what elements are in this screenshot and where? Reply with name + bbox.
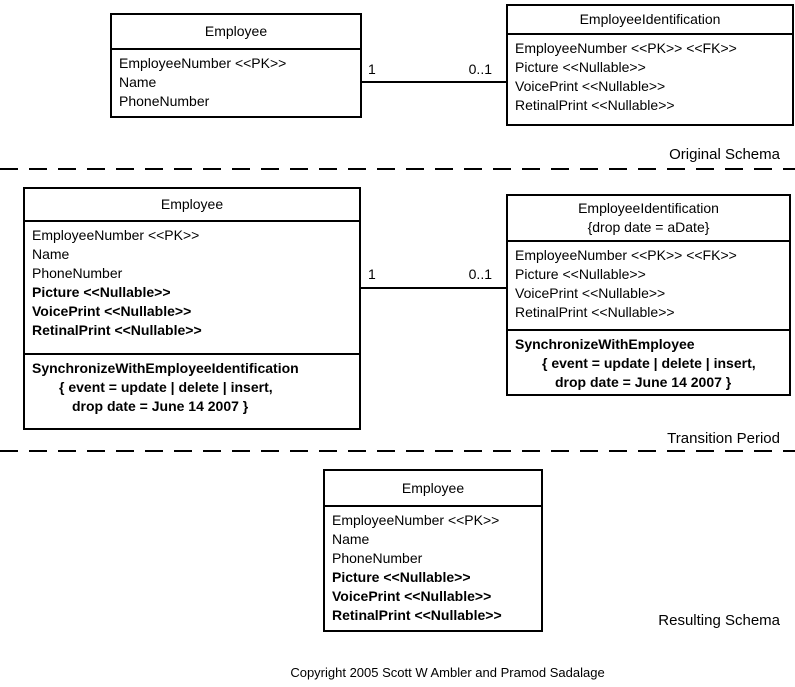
operation-compartment: SynchronizeWithEmployeeIdentification { … <box>25 355 359 428</box>
association-line-original <box>362 81 506 83</box>
entity-header: Employee <box>25 189 359 222</box>
attribute-row: Name <box>32 246 70 262</box>
separator-transition-period <box>0 450 795 452</box>
attribute-row: EmployeeNumber <<PK>> <box>32 227 200 243</box>
attribute-row: Picture <<Nullable>> <box>332 569 471 585</box>
association-line-transition <box>361 287 506 289</box>
entity-title: EmployeeIdentification <box>578 200 719 216</box>
attribute-row: PhoneNumber <box>332 550 423 566</box>
attribute-row: EmployeeNumber <<PK>> <box>119 55 287 71</box>
section-label-resulting: Resulting Schema <box>658 612 780 629</box>
multiplicity-right-transition: 0..1 <box>468 266 492 282</box>
attribute-compartment: EmployeeNumber <<PK>> Name PhoneNumber P… <box>325 507 541 630</box>
attribute-row: RetinalPrint <<Nullable>> <box>332 607 502 623</box>
operation-row: SynchronizeWithEmployee <box>515 336 695 352</box>
attribute-compartment: EmployeeNumber <<PK>> Name PhoneNumber <box>112 50 360 116</box>
attribute-row: Name <box>332 531 370 547</box>
attribute-row: EmployeeNumber <<PK>> <<FK>> <box>515 247 737 263</box>
entity-header: EmployeeIdentification <box>508 6 792 35</box>
attribute-row: VoicePrint <<Nullable>> <box>332 588 492 604</box>
entity-header: Employee <box>325 471 541 507</box>
multiplicity-left-transition: 1 <box>368 266 376 282</box>
attribute-row: RetinalPrint <<Nullable>> <box>515 304 675 320</box>
operation-row: { event = update | delete | insert, <box>542 355 756 371</box>
attribute-compartment: EmployeeNumber <<PK>> <<FK>> Picture <<N… <box>508 242 789 331</box>
entity-title: Employee <box>204 23 268 39</box>
employee-identification-entity-transition: EmployeeIdentification {drop date = aDat… <box>506 194 791 396</box>
attribute-compartment: EmployeeNumber <<PK>> Name PhoneNumber P… <box>25 222 359 355</box>
attribute-row: Picture <<Nullable>> <box>515 59 646 75</box>
entity-subtitle: {drop date = aDate} <box>587 219 710 235</box>
employee-entity-original: Employee EmployeeNumber <<PK>> Name Phon… <box>110 13 362 118</box>
attribute-row: VoicePrint <<Nullable>> <box>515 285 666 301</box>
entity-title: Employee <box>160 196 224 212</box>
entity-header: Employee <box>112 15 360 50</box>
separator-original-schema <box>0 168 795 170</box>
attribute-row: VoicePrint <<Nullable>> <box>32 303 192 319</box>
attribute-row: VoicePrint <<Nullable>> <box>515 78 666 94</box>
operation-row: SynchronizeWithEmployeeIdentification <box>32 360 299 376</box>
operation-row: drop date = June 14 2007 } <box>72 398 249 414</box>
multiplicity-left-original: 1 <box>368 61 376 77</box>
employee-identification-entity-original: EmployeeIdentification EmployeeNumber <<… <box>506 4 794 126</box>
attribute-compartment: EmployeeNumber <<PK>> <<FK>> Picture <<N… <box>508 35 792 124</box>
operation-compartment: SynchronizeWithEmployee { event = update… <box>508 331 789 394</box>
operation-row: { event = update | delete | insert, <box>59 379 273 395</box>
attribute-row: Name <box>119 74 157 90</box>
attribute-row: Picture <<Nullable>> <box>32 284 171 300</box>
attribute-row: Picture <<Nullable>> <box>515 266 646 282</box>
attribute-row: PhoneNumber <box>119 93 210 109</box>
employee-entity-transition: Employee EmployeeNumber <<PK>> Name Phon… <box>23 187 361 430</box>
operation-row: drop date = June 14 2007 } <box>555 374 732 390</box>
attribute-row: RetinalPrint <<Nullable>> <box>32 322 202 338</box>
section-label-original: Original Schema <box>669 146 780 163</box>
multiplicity-right-original: 0..1 <box>468 61 492 77</box>
copyright-note: Copyright 2005 Scott W Ambler and Pramod… <box>290 665 605 680</box>
attribute-row: PhoneNumber <box>32 265 123 281</box>
section-label-transition: Transition Period <box>667 430 780 447</box>
attribute-row: EmployeeNumber <<PK>> <box>332 512 500 528</box>
attribute-row: RetinalPrint <<Nullable>> <box>515 97 675 113</box>
entity-title: EmployeeIdentification <box>579 11 721 27</box>
entity-title: Employee <box>401 479 465 496</box>
attribute-row: EmployeeNumber <<PK>> <<FK>> <box>515 40 737 56</box>
entity-header: EmployeeIdentification {drop date = aDat… <box>508 196 789 242</box>
employee-entity-resulting: Employee EmployeeNumber <<PK>> Name Phon… <box>323 469 543 632</box>
